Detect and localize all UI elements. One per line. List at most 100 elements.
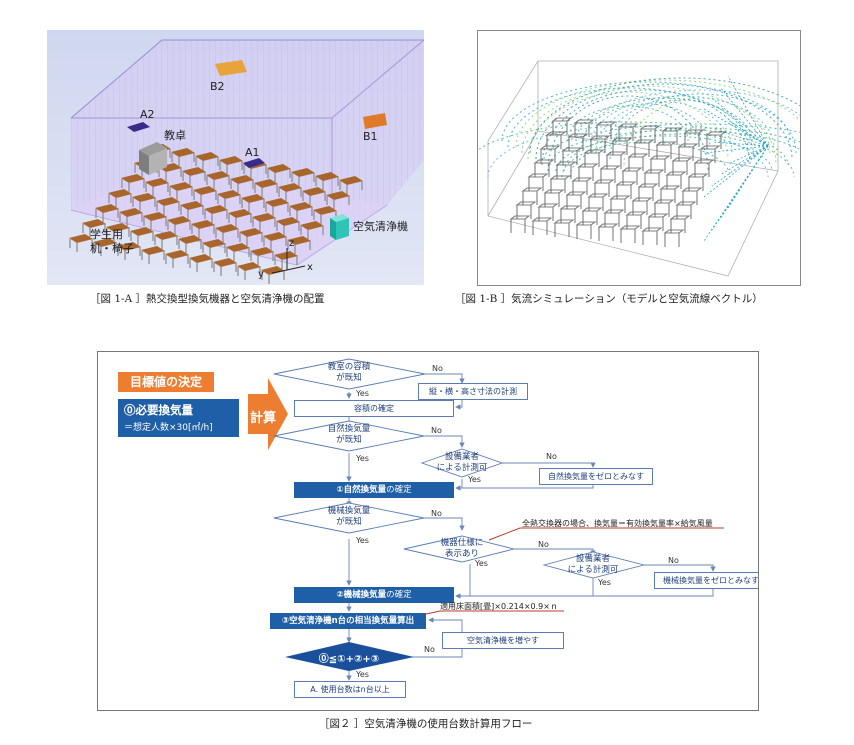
streamline <box>563 127 800 172</box>
desk <box>95 204 119 213</box>
vector-ray <box>719 86 769 147</box>
desk-frame <box>565 191 587 209</box>
mech-known-text: 機械換気量が既知 <box>327 506 371 527</box>
desk-frame <box>649 155 671 173</box>
measure-dimensions-box: 縦・横・高さ寸法の計測 <box>418 383 528 400</box>
streamline <box>543 123 800 160</box>
desk-leg <box>291 173 315 186</box>
desk-leg <box>226 248 250 261</box>
desk-leg <box>241 199 265 212</box>
desk-leg <box>300 226 324 239</box>
desk <box>239 228 263 237</box>
check-diamond-text: ⓪≦①+②+③ <box>318 654 380 665</box>
heat-exchanger-note: 全熱交換器の場合、換気量＝有効換気量率×給気風量 <box>522 519 713 528</box>
desk-frame <box>587 193 609 211</box>
desk-leg <box>315 177 339 190</box>
axis-z-label: z <box>289 238 294 249</box>
desk-frame <box>621 167 643 185</box>
air-purifier <box>330 214 349 240</box>
desk <box>313 206 337 215</box>
desk-leg <box>215 229 239 242</box>
desk-leg <box>302 192 326 205</box>
no-label-7: No <box>424 645 435 654</box>
desk-frame <box>549 175 571 193</box>
vector-ray <box>727 75 769 147</box>
student-desks <box>69 144 363 284</box>
desk <box>178 235 202 244</box>
desk-frame <box>677 143 699 161</box>
desk <box>171 148 195 157</box>
desk <box>339 176 363 185</box>
desk-frame <box>611 137 633 155</box>
desk-frame <box>661 127 683 145</box>
desk-leg <box>228 214 252 227</box>
vector-ray <box>719 145 769 220</box>
vector-ray <box>703 145 769 242</box>
add-purifier-box: 空気清浄機を増やす <box>442 632 564 649</box>
calc-label: 計算 <box>250 411 277 426</box>
desk <box>302 187 326 196</box>
axis-y-label: y <box>258 269 264 280</box>
streamline <box>515 79 800 148</box>
desk-frame <box>589 135 611 153</box>
desk <box>250 247 274 256</box>
desk-leg <box>204 210 228 223</box>
desk-frame <box>559 205 581 223</box>
required-ventilation-title: ⓪必要換気量 <box>124 403 193 417</box>
desk <box>263 232 287 241</box>
natural-known-text: 自然換気量が既知 <box>327 424 371 445</box>
desk <box>119 208 143 217</box>
desk-leg <box>145 183 169 196</box>
desk-frame <box>521 187 543 205</box>
desk-leg <box>117 247 141 260</box>
result-box: A. 使用台数はn台以上 <box>294 681 406 698</box>
streamline <box>527 91 729 160</box>
desk-frame <box>633 139 655 157</box>
desk-frame <box>659 185 681 203</box>
desk <box>230 175 254 184</box>
desk-frame <box>515 201 537 219</box>
desk-leg <box>106 228 130 241</box>
desk-leg <box>202 244 226 257</box>
desk-frame <box>555 161 577 179</box>
desk-frame <box>641 227 663 245</box>
desk-frame <box>681 187 703 205</box>
classroom-layout-diagram: A2 B2 B1 A1 教卓 空気清浄機 学生用 机・椅子 z x y <box>47 30 424 285</box>
axis-x-label: x <box>307 262 313 273</box>
desk <box>274 251 298 260</box>
desk-frame <box>605 151 627 169</box>
desk-frame <box>693 159 715 177</box>
desk-frame <box>581 207 603 225</box>
a1-unit <box>243 158 265 168</box>
desk-frame <box>527 173 549 191</box>
desk-leg <box>169 187 193 200</box>
streamline <box>501 81 791 142</box>
desk-leg <box>167 221 191 234</box>
desk <box>287 236 311 245</box>
desk-leg <box>276 222 300 235</box>
streamline <box>583 89 800 142</box>
vector-ray <box>727 145 769 165</box>
desk <box>241 194 265 203</box>
desk <box>217 190 241 199</box>
desk-leg <box>217 195 241 208</box>
vector-ray <box>711 97 769 147</box>
streamline <box>555 135 773 172</box>
desk-frame <box>575 221 597 239</box>
desk-frame <box>669 215 691 233</box>
desk-leg <box>243 165 267 178</box>
desk-frame <box>533 159 555 177</box>
desk-frame <box>619 225 641 243</box>
desk-frame <box>617 123 639 141</box>
desk-leg <box>287 241 311 254</box>
desk <box>130 227 154 236</box>
desk <box>237 262 261 271</box>
streamline <box>547 95 709 172</box>
desk-frame <box>625 211 647 229</box>
goal-label: 目標値の決定 <box>118 372 214 392</box>
desk-leg <box>278 188 302 201</box>
desk-leg <box>289 207 313 220</box>
desk-leg <box>193 191 217 204</box>
streamline <box>535 83 793 160</box>
desk <box>156 197 180 206</box>
